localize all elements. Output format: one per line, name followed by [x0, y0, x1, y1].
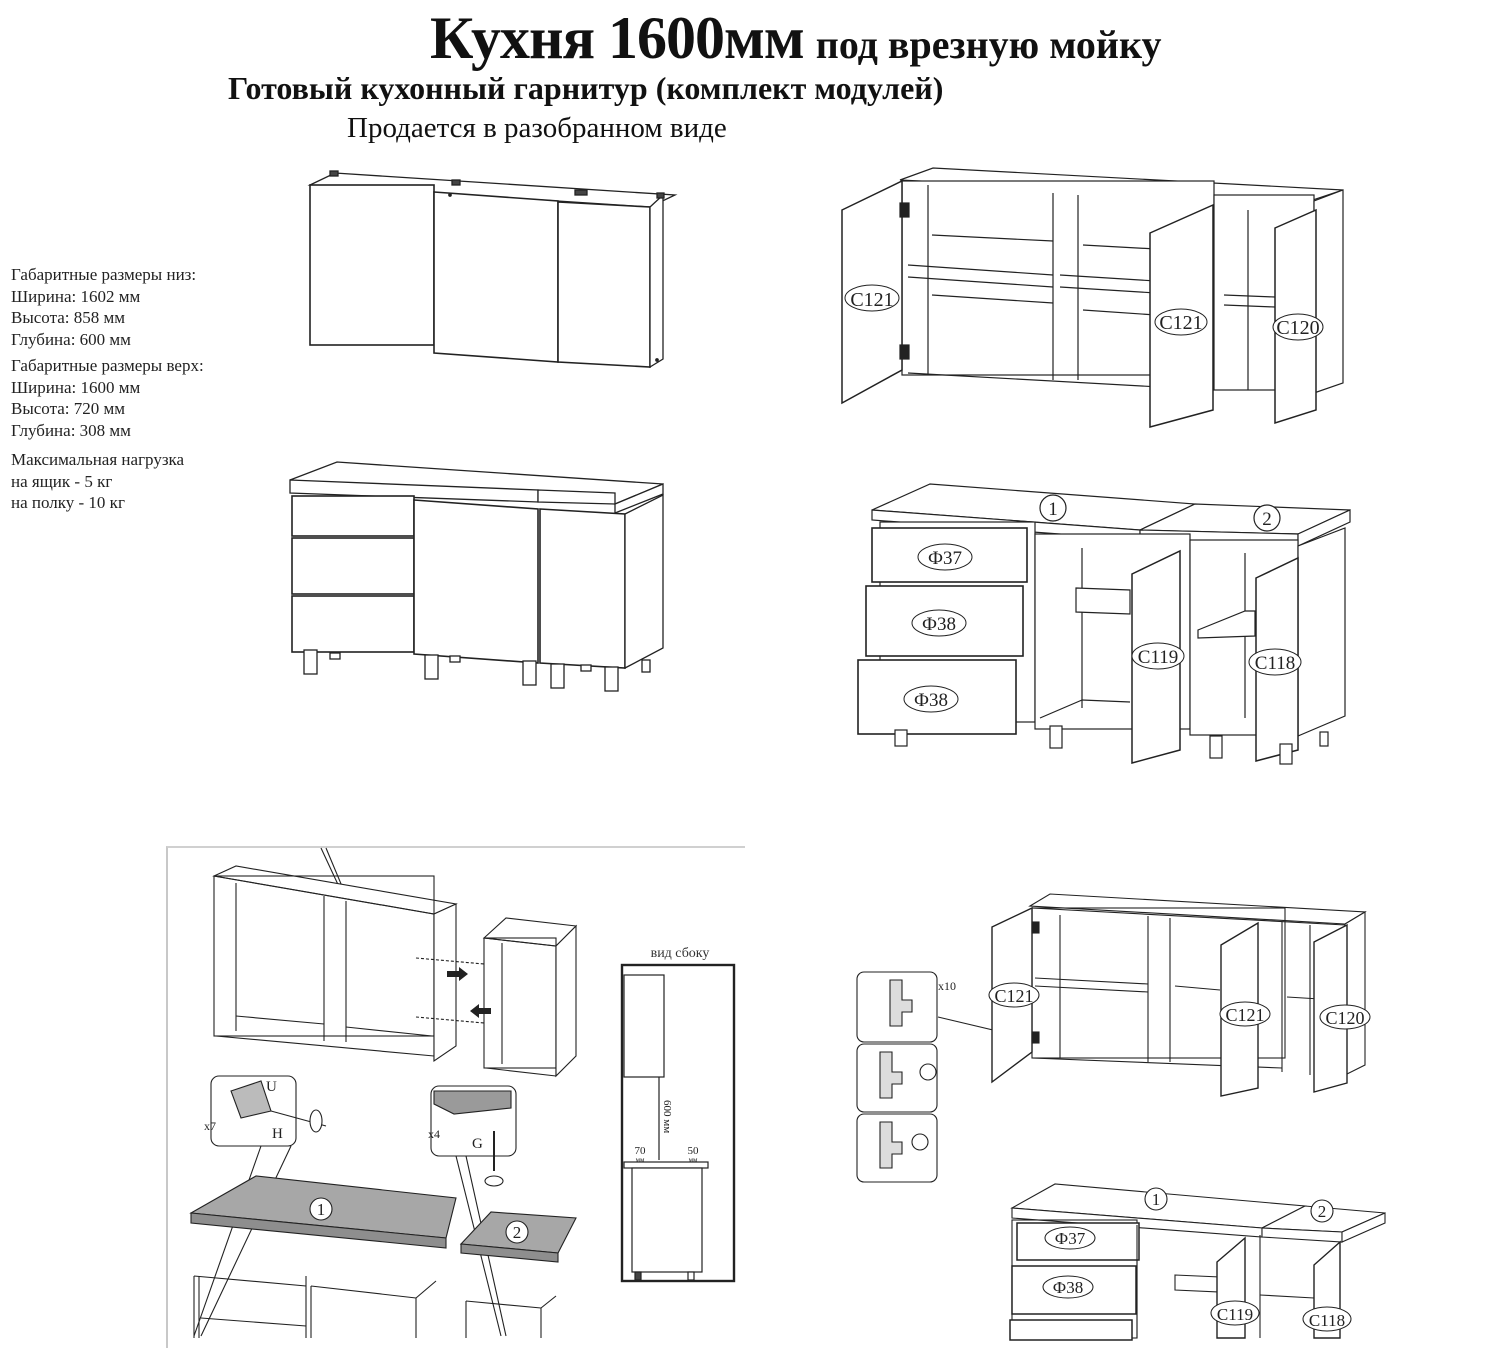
label-upper-door-left: C121 — [850, 289, 893, 311]
dimension-specs: Габаритные размеры низ: Ширина: 1602 мм … — [11, 264, 204, 519]
specs-top-heading: Габаритные размеры верх: — [11, 356, 204, 375]
title-main: Кухня 1600мм — [430, 5, 805, 71]
lower-cabinet-open-drawing: 1 2 Ф37 Ф38 Ф38 C119 C118 — [857, 483, 1351, 765]
label-hinge-door-right: C120 — [1325, 1008, 1364, 1028]
hinge-assembly-drawing: x10 C121 C121 C120 1 2 Ф37 Ф38 C119 C118 — [856, 893, 1386, 1341]
label-hinge-door-c119: C119 — [1217, 1305, 1253, 1324]
specs-load-drawer: на ящик - 5 кг — [11, 471, 113, 491]
label-overhang-right-unit: мм — [689, 1156, 698, 1164]
label-lower-door-right: C118 — [1255, 653, 1295, 674]
specs-top-depth: Глубина: 308 мм — [11, 420, 131, 440]
label-upper-door-mid: C121 — [1159, 312, 1202, 334]
label-hinge-qty: x10 — [938, 979, 956, 993]
assembly-panel-frame — [166, 846, 745, 1348]
label-overhang-left-value: 70 — [635, 1145, 647, 1157]
label-bracket-qty: x7 — [204, 1119, 216, 1133]
label-hinge-door-c118: C118 — [1309, 1311, 1345, 1330]
specs-load: Максимальная нагрузка на ящик - 5 кг на … — [11, 449, 204, 514]
label-hinge-door-mid: C121 — [1225, 1005, 1264, 1025]
sale-note: Продается в разобранном виде — [347, 112, 727, 144]
label-bracket-h: H — [272, 1126, 283, 1142]
label-bracket-u: U — [266, 1079, 277, 1095]
label-drawer-3: Ф38 — [914, 690, 948, 711]
specs-bottom-heading: Габаритные размеры низ: — [11, 265, 197, 284]
specs-bottom-height: Высота: 858 мм — [11, 308, 126, 327]
label-side-view: вид сбоку — [651, 946, 710, 961]
label-overhang-left-unit: мм — [636, 1156, 645, 1164]
upper-cabinet-closed-drawing — [307, 170, 678, 369]
upper-cabinet-open-drawing: C121 C121 C120 — [841, 167, 1344, 428]
side-view-drawing: вид сбоку 600 мм 70 мм 50 мм — [620, 946, 736, 1283]
label-assembly-top-2: 2 — [513, 1223, 522, 1242]
specs-load-shelf: на полку - 10 кг — [11, 493, 125, 512]
label-assembly-top-1: 1 — [317, 1200, 326, 1219]
label-gap-600: 600 мм — [661, 1100, 673, 1133]
label-screw-qty: x4 — [428, 1127, 440, 1141]
specs-top-width: Ширина: 1600 мм — [11, 377, 141, 397]
specs-bottom-depth: Глубина: 600 мм — [11, 329, 131, 349]
label-hinge-drawer-1: Ф37 — [1055, 1229, 1086, 1248]
label-lower-top-2: 2 — [1262, 509, 1272, 530]
label-hinge-door-left: C121 — [994, 986, 1033, 1006]
label-lower-door-left: C119 — [1138, 647, 1178, 668]
subtitle: Готовый кухонный гарнитур (комплект моду… — [228, 70, 944, 106]
lower-cabinet-closed-drawing — [289, 461, 664, 692]
label-overhang-right-value: 50 — [688, 1145, 700, 1157]
specs-bottom-width: Ширина: 1602 мм — [11, 286, 141, 306]
label-drawer-1: Ф37 — [928, 548, 962, 569]
specs-top: Габаритные размеры верх: Ширина: 1600 мм… — [11, 355, 204, 441]
specs-load-heading: Максимальная нагрузка — [11, 450, 185, 469]
title-sub: под врезную мойку — [815, 22, 1162, 67]
label-screw-g: G — [472, 1136, 483, 1152]
specs-top-height: Высота: 720 мм — [11, 399, 126, 418]
label-lower-top-1: 1 — [1048, 499, 1058, 520]
specs-bottom: Габаритные размеры низ: Ширина: 1602 мм … — [11, 264, 204, 350]
label-hinge-drawer-2: Ф38 — [1053, 1278, 1083, 1297]
label-hinge-top-2: 2 — [1318, 1202, 1327, 1221]
label-drawer-2: Ф38 — [922, 614, 956, 635]
label-upper-door-right: C120 — [1276, 317, 1319, 339]
assembly-upper-drawing: U H x7 x4 G 1 2 — [189, 847, 578, 1338]
label-hinge-top-1: 1 — [1152, 1190, 1161, 1209]
